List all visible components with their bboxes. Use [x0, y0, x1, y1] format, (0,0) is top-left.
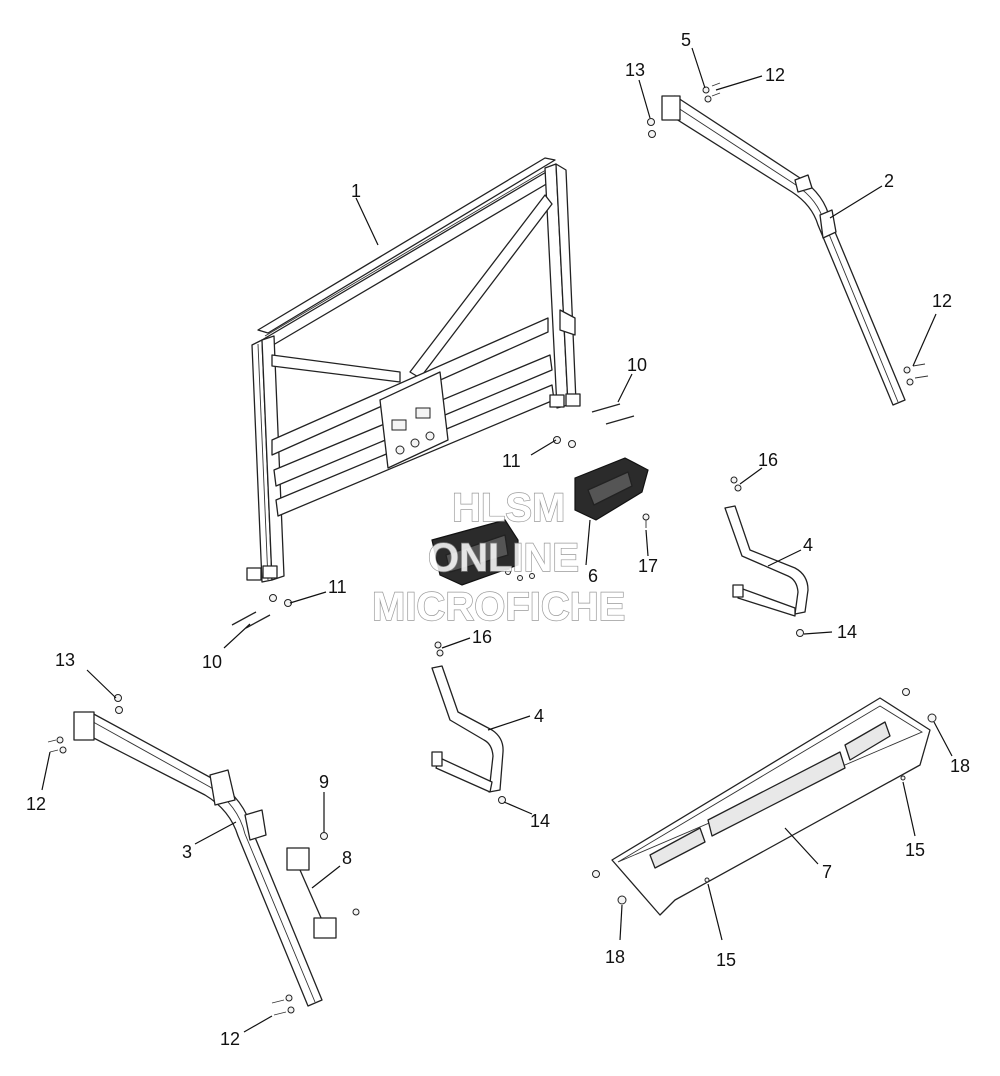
callout-8: 8 — [342, 848, 352, 868]
grab-box-right-part — [574, 457, 649, 521]
callout-11-lower: 11 — [328, 577, 347, 597]
callout-18-bottom: 18 — [605, 947, 625, 967]
right-roll-bar-part — [661, 95, 906, 406]
grab-handle-upper-part — [724, 505, 809, 617]
watermark-line-1: HLSM — [452, 486, 565, 530]
callout-2: 2 — [884, 171, 894, 191]
callout-11-upper: 11 — [502, 451, 521, 471]
watermark: HLSM ONLINE MICROFICHE — [371, 485, 626, 629]
callout-12-right: 12 — [932, 291, 952, 311]
callout-15-bottom: 15 — [716, 950, 736, 970]
callout-6: 6 — [588, 566, 598, 586]
watermark-line-2: ONLINE — [428, 536, 579, 580]
callout-12-top: 12 — [765, 65, 785, 85]
callout-4-lower: 4 — [534, 706, 544, 726]
strap-part — [286, 847, 337, 939]
watermark-line-3: MICROFICHE — [372, 585, 625, 629]
callout-labels: 1 2 3 4 4 5 6 7 8 9 10 10 11 11 12 12 12… — [26, 30, 970, 1049]
grab-handle-lower-part — [431, 665, 504, 793]
callout-12-left: 12 — [26, 794, 46, 814]
callout-3: 3 — [182, 842, 192, 862]
callout-10-upper: 10 — [627, 355, 647, 375]
leader-lines — [41, 47, 953, 1033]
rear-panel-part — [611, 697, 931, 916]
callout-18-right: 18 — [950, 756, 970, 776]
callout-4-upper: 4 — [803, 535, 813, 555]
left-roll-bar-part — [73, 711, 323, 1007]
grab-box-left-part — [431, 519, 519, 586]
callout-15-right: 15 — [905, 840, 925, 860]
callout-14-upper: 14 — [837, 622, 857, 642]
rear-frame-part — [246, 157, 581, 583]
callout-10-lower: 10 — [202, 652, 222, 672]
callout-12-bottom: 12 — [220, 1029, 240, 1049]
callout-14-lower: 14 — [530, 811, 550, 831]
callout-13-top: 13 — [625, 60, 645, 80]
callout-17: 17 — [638, 556, 658, 576]
callout-1: 1 — [351, 181, 361, 201]
callout-16-lower: 16 — [472, 627, 492, 647]
callout-13-left: 13 — [55, 650, 75, 670]
callout-16-upper: 16 — [758, 450, 778, 470]
callout-9: 9 — [319, 772, 329, 792]
callout-5: 5 — [681, 30, 691, 50]
callout-7: 7 — [822, 862, 832, 882]
